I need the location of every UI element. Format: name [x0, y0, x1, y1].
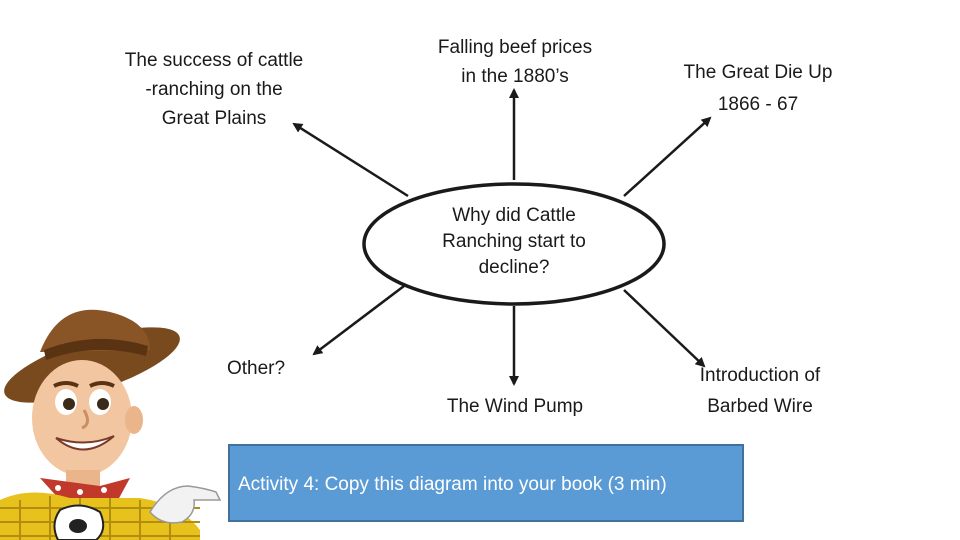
branch-top-center-label: Falling beef prices in the 1880’s: [437, 37, 593, 87]
arrow-bottom-right: [623, 289, 706, 368]
branch-bottom-right-label: Introduction of Barbed Wire: [699, 365, 821, 417]
central-oval: [362, 182, 666, 306]
arrow-top-right: [623, 116, 712, 197]
cowboy-character-illustration: [0, 309, 222, 540]
branch-bottom-center-label: The Wind Pump: [446, 396, 584, 417]
central-question: Why did Cattle Ranching start to decline…: [442, 205, 586, 278]
branch-top-left-label: The success of cattle -ranching on the G…: [124, 50, 304, 129]
arrow-bottom-left: [312, 285, 405, 356]
activity-callout: Activity 4: Copy this diagram into your …: [228, 444, 744, 522]
activity-instruction: Activity 4: Copy this diagram into your …: [238, 474, 667, 495]
branch-bottom-left-label: Other?: [226, 358, 286, 379]
arrow-top-left: [292, 122, 409, 198]
branch-top-right-label: The Great Die Up 1866 - 67: [683, 62, 833, 115]
